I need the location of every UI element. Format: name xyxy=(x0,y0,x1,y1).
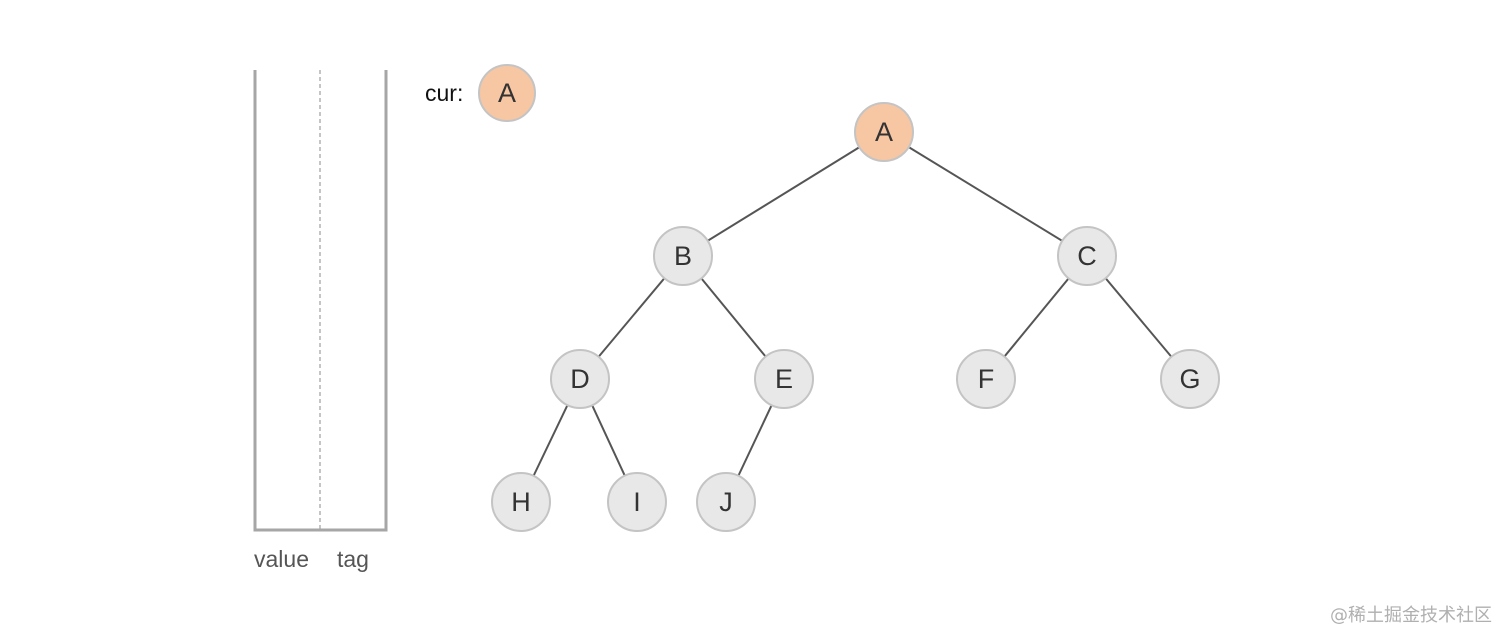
tree-node-B: B xyxy=(653,226,713,286)
edge-A-C xyxy=(883,131,1088,257)
tree-node-label: J xyxy=(719,487,733,517)
tree-node-I: I xyxy=(607,472,667,532)
tree-node-circle xyxy=(1057,226,1117,286)
current-node-label: A xyxy=(498,78,516,108)
tree-node-circle xyxy=(653,226,713,286)
tree-node-circle xyxy=(854,102,914,162)
stack-container xyxy=(253,70,388,532)
tree-node-C: C xyxy=(1057,226,1117,286)
stack: value tag xyxy=(253,70,388,572)
tree-node-label: H xyxy=(511,487,531,517)
tree-node-F: F xyxy=(956,349,1016,409)
tree-node-label: D xyxy=(570,364,590,394)
tree-node-label: E xyxy=(775,364,793,394)
tree-node-circle xyxy=(696,472,756,532)
tree-nodes: A B C D E F G H I J xyxy=(491,102,1220,532)
tree-node-label: A xyxy=(875,117,893,147)
tree-node-circle xyxy=(754,349,814,409)
tree-edges xyxy=(520,131,1191,503)
tree-node-circle xyxy=(1160,349,1220,409)
current-label: cur: xyxy=(425,80,463,106)
tree-node-A: A xyxy=(854,102,914,162)
tree-node-circle xyxy=(550,349,610,409)
tree-node-J: J xyxy=(696,472,756,532)
tree-node-D: D xyxy=(550,349,610,409)
tree-node-E: E xyxy=(754,349,814,409)
tree-node-circle xyxy=(491,472,551,532)
tree-node-label: C xyxy=(1077,241,1097,271)
current-node-circle xyxy=(478,64,536,122)
tree-node-H: H xyxy=(491,472,551,532)
stack-value-column-label: value xyxy=(254,546,309,572)
stack-tag-column-label: tag xyxy=(337,546,369,572)
tree-node-label: F xyxy=(978,364,995,394)
tree-node-label: I xyxy=(633,487,641,517)
watermark: @稀土掘金技术社区 xyxy=(1330,605,1492,626)
edge-A-B xyxy=(682,131,885,257)
tree-node-label: G xyxy=(1179,364,1200,394)
current-pointer: cur: A xyxy=(425,64,536,122)
tree-node-circle xyxy=(607,472,667,532)
tree-node-circle xyxy=(956,349,1016,409)
tree-node-G: G xyxy=(1160,349,1220,409)
tree-node-label: B xyxy=(674,241,692,271)
